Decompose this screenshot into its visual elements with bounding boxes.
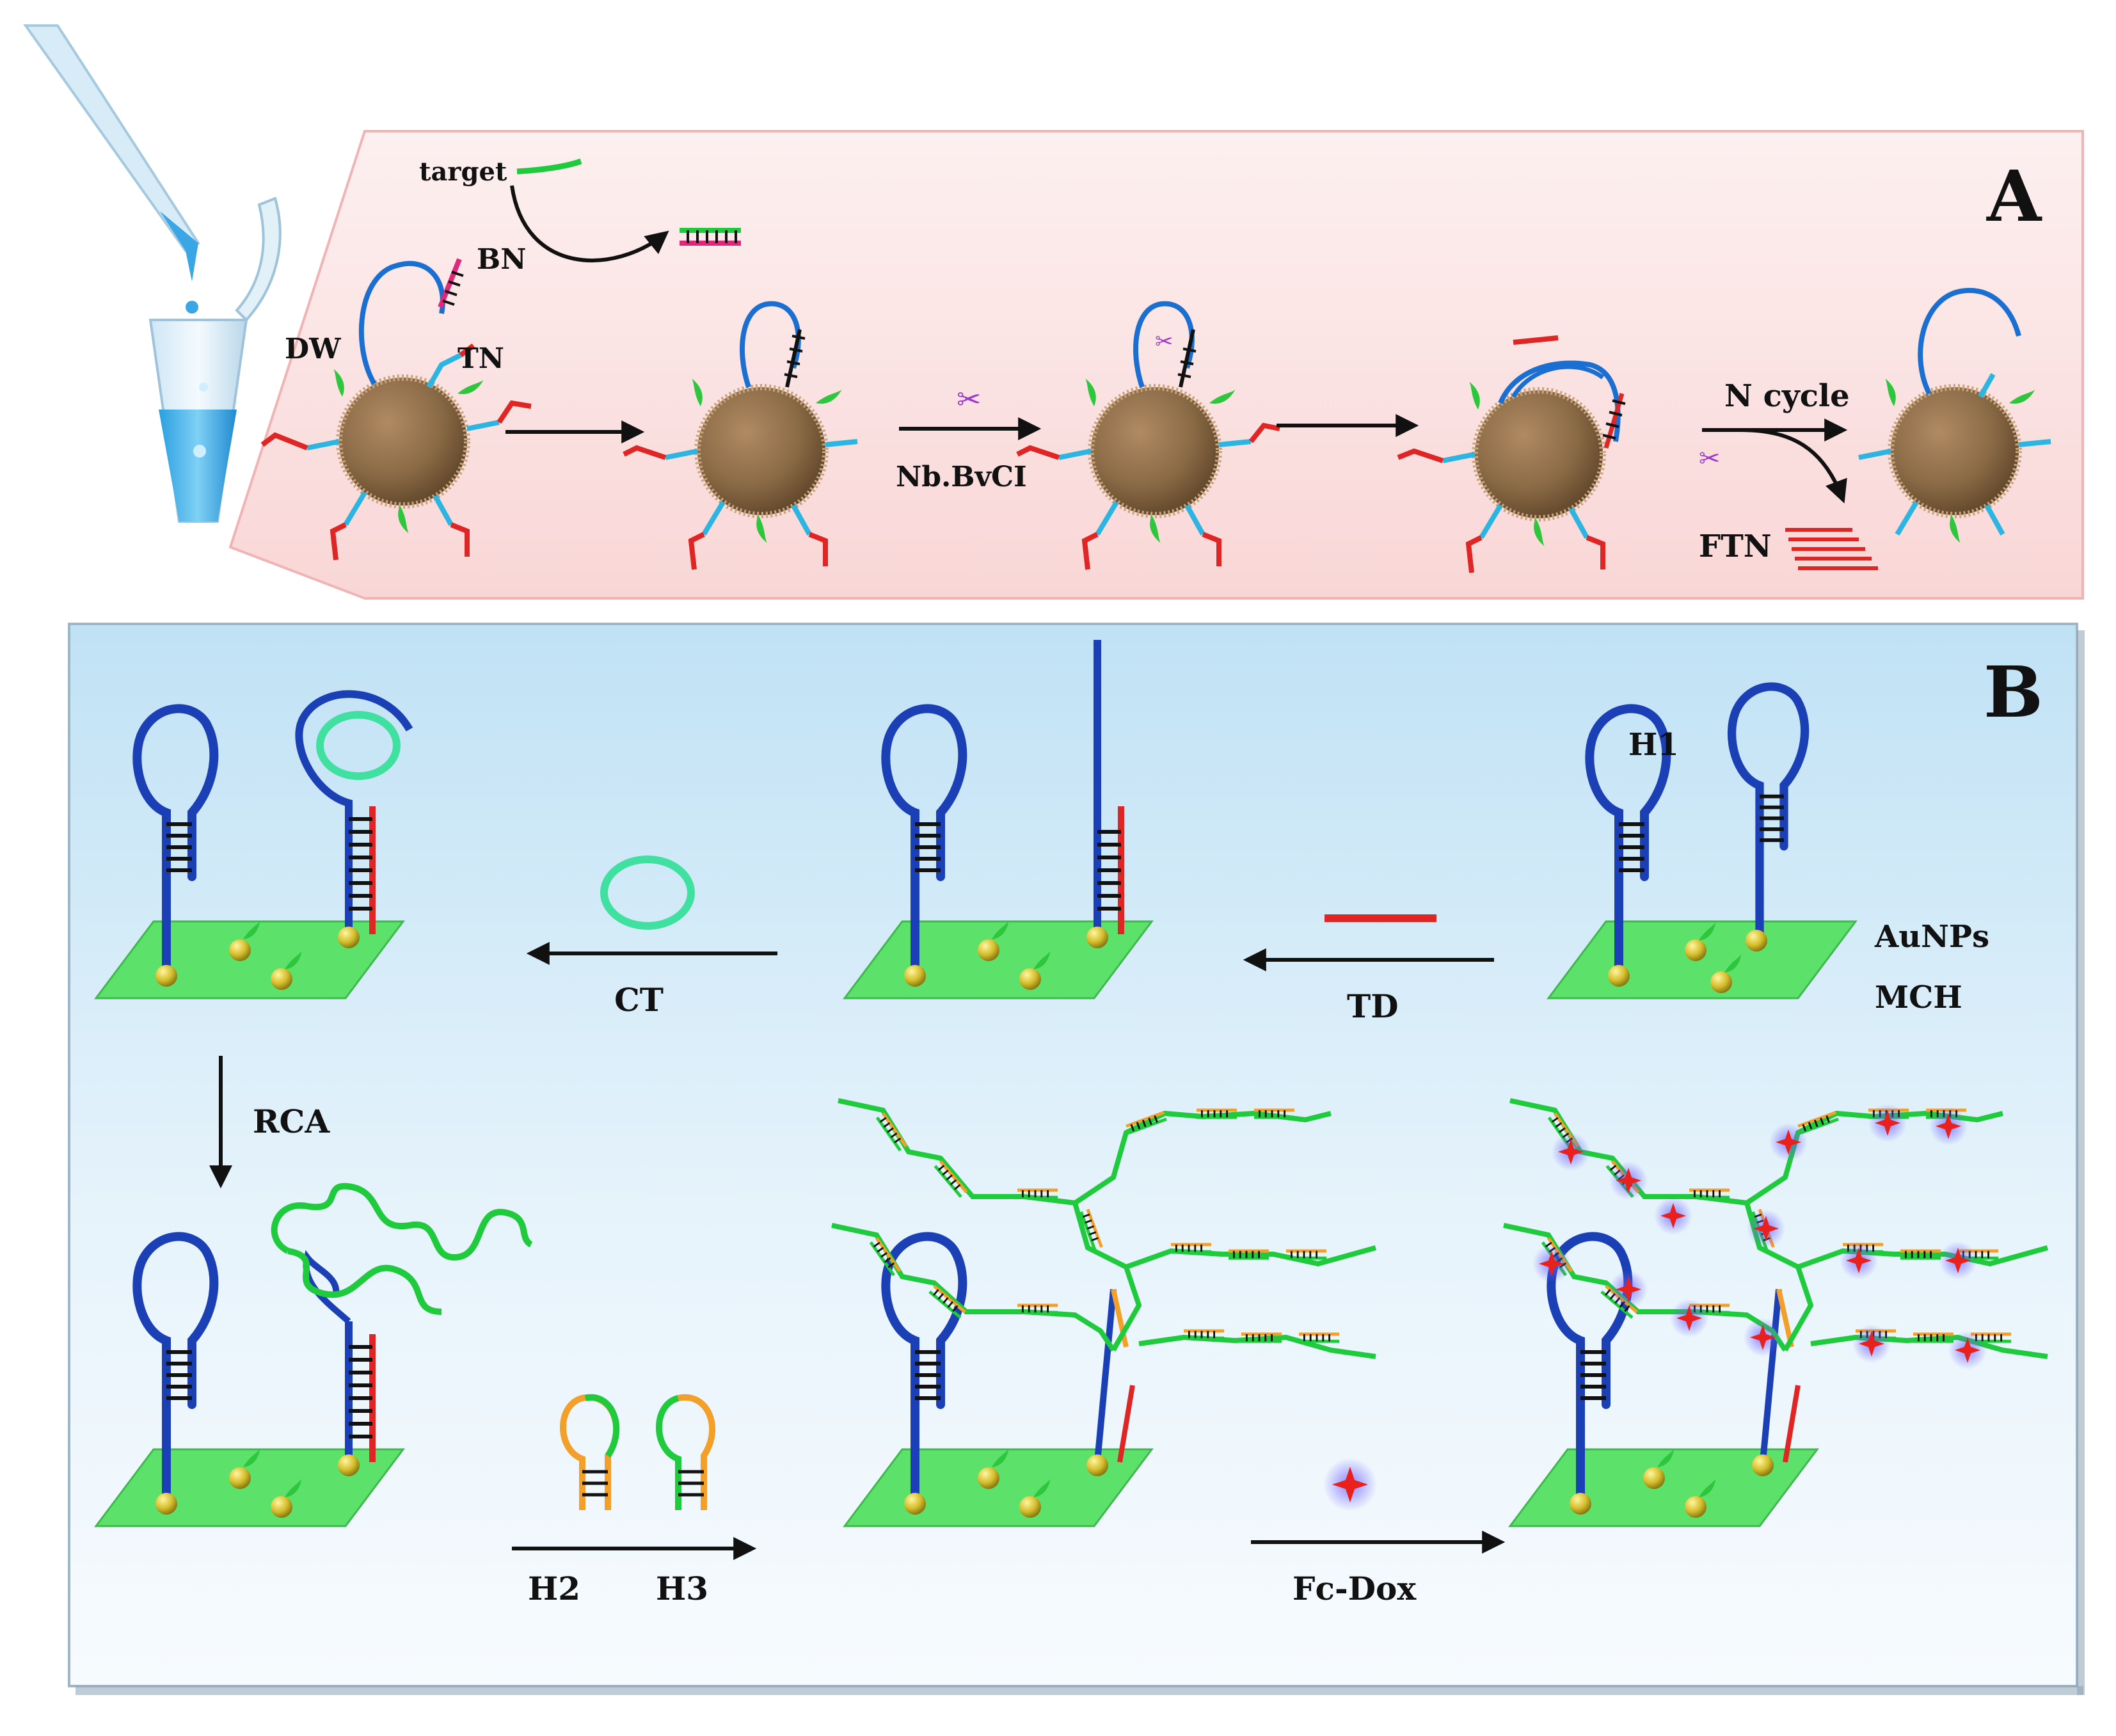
electrode-final [1509,1236,1818,1527]
label-fc-dox: Fc-Dox [1293,1570,1417,1607]
label-ct: CT [614,981,664,1019]
label-aunps: AuNPs [1874,919,1989,955]
label-target: target [419,157,507,187]
label-ftn: FTN [1699,529,1772,564]
nanoparticle-3: ✂ [1016,301,1280,570]
label-h1: H1 [1628,727,1679,763]
panel-a: A target BN [23,24,2084,600]
panel-a-background [228,130,2084,600]
electrode-after-hcr [843,1236,1153,1527]
hcr-network-1 [831,1098,1377,1359]
ct-circle [600,856,695,930]
dox-icon [1323,1458,1377,1511]
electrode-after-rca [95,1183,533,1527]
nanoparticle-5 [1858,287,2051,543]
hairpin-h2 [560,1394,620,1510]
pipette-tube-icon [23,24,282,523]
scissors-icon-2: ✂ [1699,444,1721,474]
label-rca: RCA [253,1103,330,1140]
nanoparticle-4 [1397,335,1626,573]
panel-a-letter: A [1986,155,2042,237]
hcr-network-2 [1503,1098,2049,1369]
electrode-after-ct [95,690,413,999]
duplex-product [680,228,741,246]
label-h2: H2 [528,1570,580,1607]
label-bn: BN [477,243,526,276]
label-td: TD [1347,987,1399,1025]
nanoparticle-1 [260,258,532,561]
panel-b: B H1 AuNPs MCH TD [68,623,2085,1695]
label-dw: DW [285,333,341,365]
label-tn: TN [457,342,504,375]
target-strand [516,158,582,175]
electrode-after-td [843,640,1153,999]
label-enzyme: Nb.BvCI [896,461,1027,493]
ftn-fragments [1785,528,1878,570]
nanoparticle-2 [623,301,858,570]
scissors-icon: ✂ [957,382,982,417]
bn-curved-arrow [510,185,669,262]
panel-b-letter: B [1984,651,2043,733]
label-mch: MCH [1875,980,1962,1015]
svg-text:✂: ✂ [1155,329,1173,354]
label-h3: H3 [656,1570,708,1607]
arrow-ftn-branch [1740,428,1847,504]
hairpin-h3 [656,1394,716,1510]
label-n-cycle: N cycle [1724,378,1850,414]
